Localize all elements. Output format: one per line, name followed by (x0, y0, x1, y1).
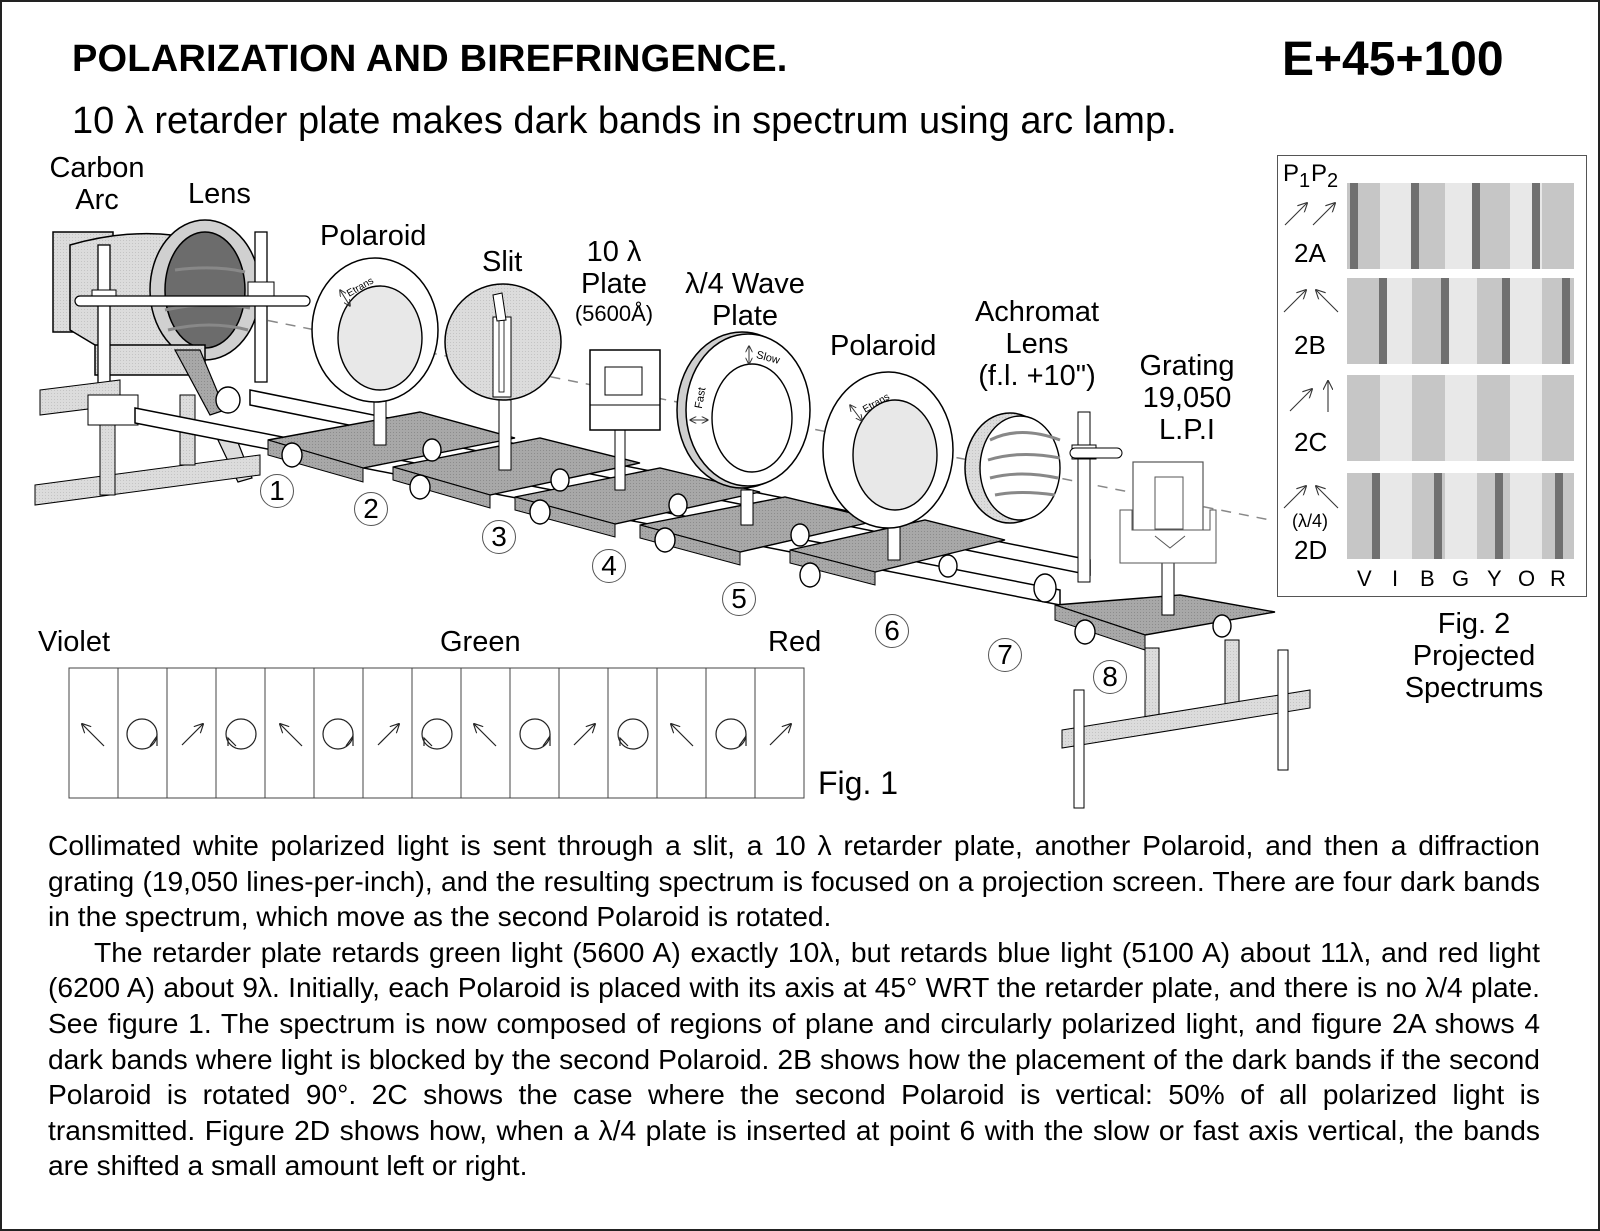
axis-letter-y: Y (1487, 566, 1502, 591)
position-7: 7 (988, 638, 1022, 672)
fig2-header-p2: P2 (1311, 160, 1338, 193)
label-plate-line1: 10 λ (586, 236, 642, 268)
position-8: 8 (1093, 660, 1127, 694)
axis-letter-b: B (1420, 566, 1435, 591)
fig2-caption-line1: Fig. 2 (1437, 608, 1511, 640)
fig1-caption: Fig. 1 (818, 765, 899, 801)
label-quarter-wave-plate: λ/4 Wave Plate (680, 268, 810, 332)
slit (444, 283, 562, 471)
axis-letter-o: O (1518, 566, 1536, 591)
description-text: Collimated white polarized light is sent… (48, 828, 1540, 1184)
label-quarter-line2: Plate (711, 300, 779, 332)
position-5: 5 (722, 582, 756, 616)
fig2-caption: Fig. 2 Projected Spectrums (1374, 608, 1574, 704)
fig2-row-note-2D: (λ/4) (1292, 511, 1328, 531)
polaroid-2 (822, 371, 954, 561)
page-title: POLARIZATION AND BIREFRINGENCE. (72, 38, 788, 80)
label-polaroid-1: Polaroid (320, 220, 427, 252)
retarder-plate (589, 349, 661, 491)
label-plate-line2: Plate (580, 268, 648, 300)
polaroid-1 (311, 257, 439, 446)
axis-letter-i: I (1392, 566, 1399, 591)
fig2-header-p1: P1 (1283, 160, 1310, 193)
lens-stand (74, 231, 311, 396)
page-subtitle: 10 λ retarder plate makes dark bands in … (72, 100, 1177, 142)
demo-code: E+45+100 (1282, 33, 1504, 86)
label-polaroid-2: Polaroid (830, 330, 937, 362)
spectrum-row-2C (1347, 375, 1574, 461)
spectrum-row-2D (1347, 473, 1574, 559)
label-grating-line2: 19,050 (1142, 382, 1232, 414)
fig2-row-label-2C: 2C (1294, 427, 1328, 457)
axis-letter-g: G (1452, 566, 1470, 591)
achromat-lens (964, 411, 1123, 583)
fig1-label-violet: Violet (38, 626, 111, 658)
paragraph-2: The retarder plate retards green light (… (48, 935, 1540, 1182)
label-achromat-line1: Achromat (974, 296, 1100, 328)
position-4: 4 (592, 549, 626, 583)
label-slit: Slit (482, 246, 523, 278)
quarter-wave-plate (676, 331, 811, 526)
label-lens: Lens (188, 178, 251, 210)
label-achromat-line2: Lens (1005, 328, 1069, 360)
p1-subscript: 1 (1299, 169, 1311, 192)
fig1-label-red: Red (768, 626, 822, 658)
label-grating: Grating 19,050 L.P.I (1132, 350, 1242, 446)
label-grating-line3: L.P.I (1159, 414, 1215, 446)
axis-letter-r: R (1550, 566, 1566, 591)
fig2-spectrum-panel (1277, 155, 1587, 597)
p2-label: P (1311, 160, 1328, 187)
fig2-caption-line3: Spectrums (1404, 672, 1544, 704)
position-6: 6 (875, 614, 909, 648)
label-achromat-line3: (f.l. +10") (978, 360, 1096, 392)
paragraph-1: Collimated white polarized light is sent… (48, 829, 1540, 933)
spectrum-row-2B (1347, 278, 1574, 364)
label-carbon-arc-line1: Carbon (49, 152, 145, 184)
label-carbon-arc: Carbon Arc (42, 152, 152, 216)
fig1-label-green: Green (440, 626, 521, 658)
position-1: 1 (260, 474, 294, 508)
label-quarter-line1: λ/4 Wave (685, 268, 805, 300)
optical-bench (134, 386, 1311, 809)
position-2: 2 (354, 492, 388, 526)
label-retarder-plate: 10 λ Plate (5600Å) (570, 236, 658, 328)
p2-subscript: 2 (1327, 169, 1339, 192)
axis-letter-v: V (1357, 566, 1372, 591)
label-carbon-arc-line2: Arc (75, 184, 119, 216)
label-grating-line1: Grating (1139, 350, 1235, 382)
spectrum-row-2A (1347, 183, 1574, 269)
position-3: 3 (482, 520, 516, 554)
fig2-row-label-2A: 2A (1294, 238, 1326, 268)
p1-label: P (1283, 160, 1300, 187)
label-achromat-lens: Achromat Lens (f.l. +10") (966, 296, 1108, 392)
label-plate-line3: (5600Å) (574, 301, 654, 326)
fig2-row-label-2D: 2D (1294, 535, 1328, 565)
diffraction-grating (1119, 461, 1217, 616)
fig2-row-label-2B: 2B (1294, 330, 1326, 360)
fig2-caption-line2: Projected (1412, 640, 1536, 672)
